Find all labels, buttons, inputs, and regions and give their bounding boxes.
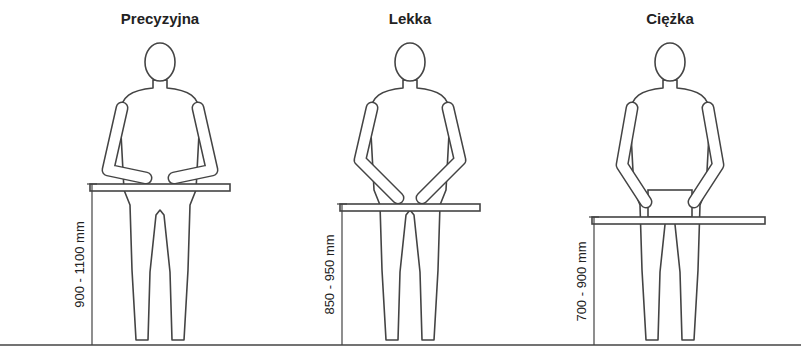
dimension-line	[337, 204, 347, 345]
person-figure	[340, 43, 480, 340]
person-figure	[90, 43, 230, 340]
height-dimension: 900 - 1100 mm	[72, 220, 87, 308]
work-type-title: Lekka	[389, 10, 432, 27]
work-type-title: Precyzyjna	[121, 10, 199, 27]
work-type-title: Ciężka	[646, 10, 694, 27]
person-figure	[592, 43, 765, 340]
dimension-line	[87, 184, 97, 345]
dimension-line	[589, 217, 599, 345]
height-dimension: 700 - 900 mm	[573, 240, 588, 322]
floor-line	[0, 344, 801, 346]
height-dimension: 850 - 950 mm	[321, 233, 336, 315]
